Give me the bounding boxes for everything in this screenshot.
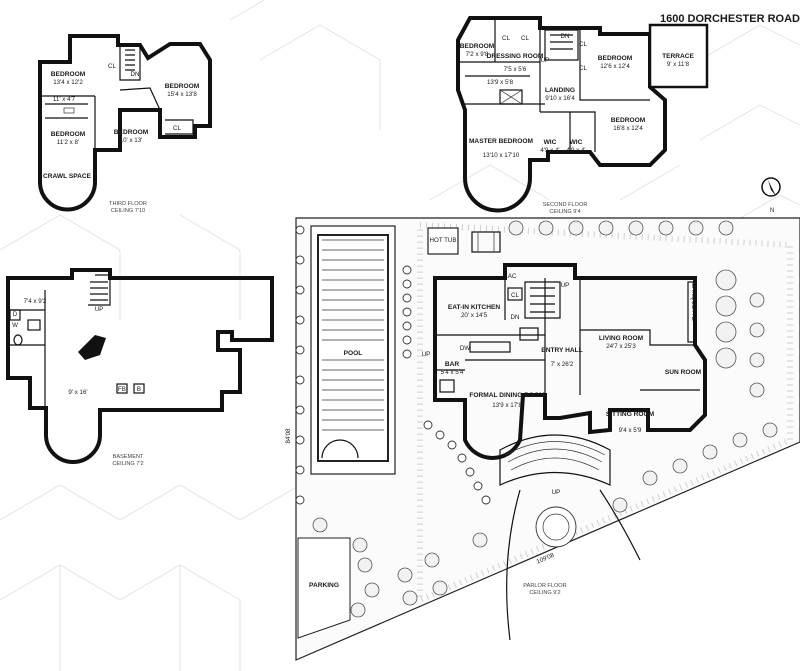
room-name: WIC [544, 139, 557, 146]
terrace-outline [648, 23, 709, 89]
trees [312, 220, 778, 618]
bath-dims: 13'9 x 5'8 [487, 79, 514, 86]
room-dims: 5'4 x 5'4 [441, 369, 464, 376]
room-dims: 11'2 x 8' [57, 139, 79, 146]
closet-label: CL [108, 63, 116, 70]
stair-label: DN [511, 314, 520, 321]
stair-label: UP [541, 57, 550, 64]
room-dims: 24'7 x 25'3 [606, 343, 636, 350]
closet-label: CL [521, 35, 529, 42]
room-dims: 4'9 x 4' [566, 147, 585, 154]
room-dims: 16'8 x 12'4 [613, 125, 643, 132]
equipment-label: AC [508, 273, 517, 280]
second-floor-plan: BEDROOM 7'2 x 9'8 DRESSING ROOM 7'5 x 5'… [456, 16, 709, 215]
room-dims: 15'4 x 13'8 [167, 91, 197, 98]
room-dims: 9'10 x 16'4 [545, 95, 575, 102]
room-name: BEDROOM [611, 117, 646, 124]
floor-caption: BASEMENT [113, 454, 144, 460]
room-dims: 4'9 x 4' [540, 147, 559, 154]
floor-ceiling: CEILING 7'10 [111, 208, 145, 214]
pool-label: POOL [344, 350, 363, 357]
room-name: BEDROOM [460, 43, 495, 50]
bath-dims: 11' x 4'7 [53, 96, 76, 103]
room-name: SITTING ROOM [606, 411, 655, 418]
room-name: LIVING ROOM [599, 335, 644, 342]
appliance-label: W [12, 322, 18, 329]
room-dims: 9' x 16' [68, 389, 87, 396]
floor-caption: PARLOR FLOOR [523, 583, 566, 589]
equipment-label: B [137, 386, 141, 393]
room-dims: 7'5 x 5'6 [504, 66, 527, 73]
site-plan: POOL HOT TUB PARKING EAT-IN KITCHEN 20' … [285, 217, 800, 661]
room-name: BAR [445, 361, 460, 368]
closet-label: CL [502, 35, 510, 42]
basement-plan: 7'4 x 9'2 9' x 16' D W UP FB B BASEMENT … [6, 268, 274, 467]
stair-label: UP [561, 282, 570, 289]
closet-label: CL [579, 65, 587, 72]
appliance-label: D [13, 311, 18, 318]
room-name: EAT-IN KITCHEN [448, 304, 500, 311]
parking-area [297, 537, 351, 639]
stair-label: UP [552, 489, 561, 496]
room-name: FORMAL DINING ROOM [469, 392, 545, 399]
room-name: ENTRY HALL [541, 347, 582, 354]
stair-label: DN [131, 71, 140, 78]
lot-side-dimension: 84'08 [285, 428, 292, 444]
room-dims: 10' x 13' [120, 137, 143, 144]
lot-outline [295, 217, 800, 661]
stair-label: DN [561, 33, 570, 40]
room-dims: 13'9 x 17'8 [492, 402, 522, 409]
room-name: BEDROOM [165, 83, 200, 90]
room-dims: 7'2 x 9'8 [466, 51, 489, 58]
shrubs [295, 225, 491, 505]
page-title: 1600 DORCHESTER ROAD [660, 13, 800, 25]
appliance-label: DW [460, 345, 470, 352]
floor-ceiling: CEILING 7'2 [112, 461, 143, 467]
room-dims: 12'6 x 12'4 [600, 63, 630, 70]
compass-icon: N [761, 177, 781, 214]
room-name: BEDROOM [51, 71, 86, 78]
room-name: LANDING [545, 87, 575, 94]
third-floor-plan: BEDROOM 13'4 x 12'2 BEDROOM 15'4 x 13'8 … [38, 34, 212, 214]
closet-label: CL [579, 41, 587, 48]
room-name: SUN ROOM [665, 369, 702, 376]
room-dims: 9' x 11'8 [667, 61, 690, 68]
room-dims: 13'4 x 12'2 [53, 79, 83, 86]
floor-caption: THIRD FLOOR [109, 201, 147, 207]
equipment-label: FB [118, 386, 126, 393]
room-name: BEDROOM [51, 131, 86, 138]
hot-tub-label: HOT TUB [430, 237, 457, 244]
room-name: WIC [570, 139, 583, 146]
floor-ceiling: CEILING 9'2 [529, 590, 560, 596]
room-name: MASTER BEDROOM [469, 138, 534, 145]
stair-label: UP [422, 351, 431, 358]
stair-label: UP [95, 306, 104, 313]
floor-ceiling: CEILING 9'4 [549, 209, 580, 215]
floor-caption: SECOND FLOOR [543, 202, 588, 208]
room-name: BEDROOM [114, 129, 149, 136]
parking-label: PARKING [309, 582, 339, 589]
room-name: DRESSING ROOM [487, 53, 544, 60]
room-dims: 7'4 x 9'2 [24, 298, 47, 305]
room-dims: 7' x 26'2 [551, 361, 574, 368]
hot-tub [427, 227, 459, 255]
room-dims: 13'10 x 17'10 [483, 152, 520, 159]
room-name: CRAWL SPACE [43, 173, 92, 180]
chimney-block [78, 335, 106, 360]
closet-label: CL [511, 292, 519, 299]
closet-label: CL [173, 125, 181, 132]
room-dims: 9'4 x 5'9 [619, 427, 642, 434]
room-dims: 20' x 14'5 [461, 312, 488, 319]
pool-outline [317, 234, 389, 462]
compass-label: N [770, 208, 774, 214]
room-name: TERRACE [662, 53, 694, 60]
banquette-label: BANQUETTE [690, 283, 697, 321]
room-name: BEDROOM [598, 55, 633, 62]
